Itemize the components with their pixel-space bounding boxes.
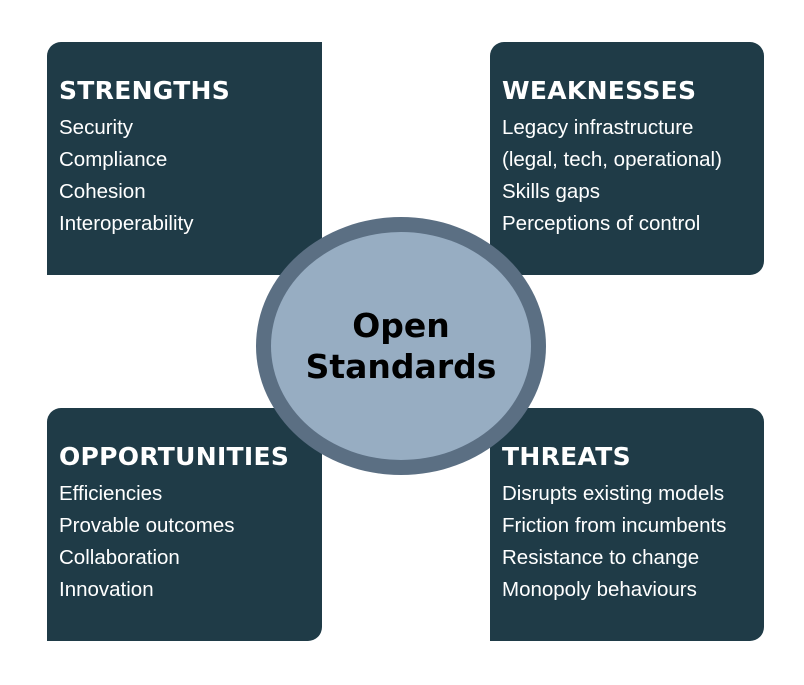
weaknesses-list: Legacy infrastructure (legal, tech, oper…	[502, 112, 764, 240]
threats-item: Resistance to change	[502, 546, 700, 569]
center-title: Open Standards	[306, 305, 497, 387]
strengths-quadrant: STRENGTHS Security Compliance Cohesion I…	[47, 42, 322, 275]
opportunities-quadrant: OPPORTUNITIES Efficiencies Provable outc…	[47, 408, 322, 641]
weaknesses-item: (legal, tech, operational)	[502, 148, 722, 171]
threats-title: THREATS	[502, 442, 631, 471]
threats-item: Monopoly behaviours	[502, 578, 697, 601]
threats-quadrant: THREATS Disrupts existing models Frictio…	[490, 408, 764, 641]
weaknesses-title: WEAKNESSES	[502, 76, 697, 105]
opportunities-list: Efficiencies Provable outcomes Collabora…	[59, 478, 322, 606]
weaknesses-item: Skills gaps	[502, 180, 600, 203]
strengths-item: Compliance	[59, 148, 168, 171]
strengths-item: Security	[59, 116, 134, 139]
strengths-item: Interoperability	[59, 212, 194, 235]
strengths-item: Cohesion	[59, 180, 146, 203]
strengths-title: STRENGTHS	[59, 76, 231, 105]
center-title-line1: Open	[352, 306, 450, 345]
threats-item: Disrupts existing models	[502, 482, 725, 505]
center-title-line2: Standards	[305, 347, 497, 386]
opportunities-item: Innovation	[59, 578, 154, 601]
center-circle: Open Standards	[271, 232, 531, 460]
weaknesses-item: Perceptions of control	[502, 212, 701, 235]
threats-list: Disrupts existing models Friction from i…	[502, 478, 764, 606]
opportunities-item: Efficiencies	[59, 482, 163, 505]
weaknesses-quadrant: WEAKNESSES Legacy infrastructure (legal,…	[490, 42, 764, 275]
threats-item: Friction from incumbents	[502, 514, 727, 537]
opportunities-item: Provable outcomes	[59, 514, 235, 537]
strengths-list: Security Compliance Cohesion Interoperab…	[59, 112, 322, 240]
opportunities-title: OPPORTUNITIES	[59, 442, 290, 471]
weaknesses-item: Legacy infrastructure	[502, 116, 694, 139]
opportunities-item: Collaboration	[59, 546, 180, 569]
